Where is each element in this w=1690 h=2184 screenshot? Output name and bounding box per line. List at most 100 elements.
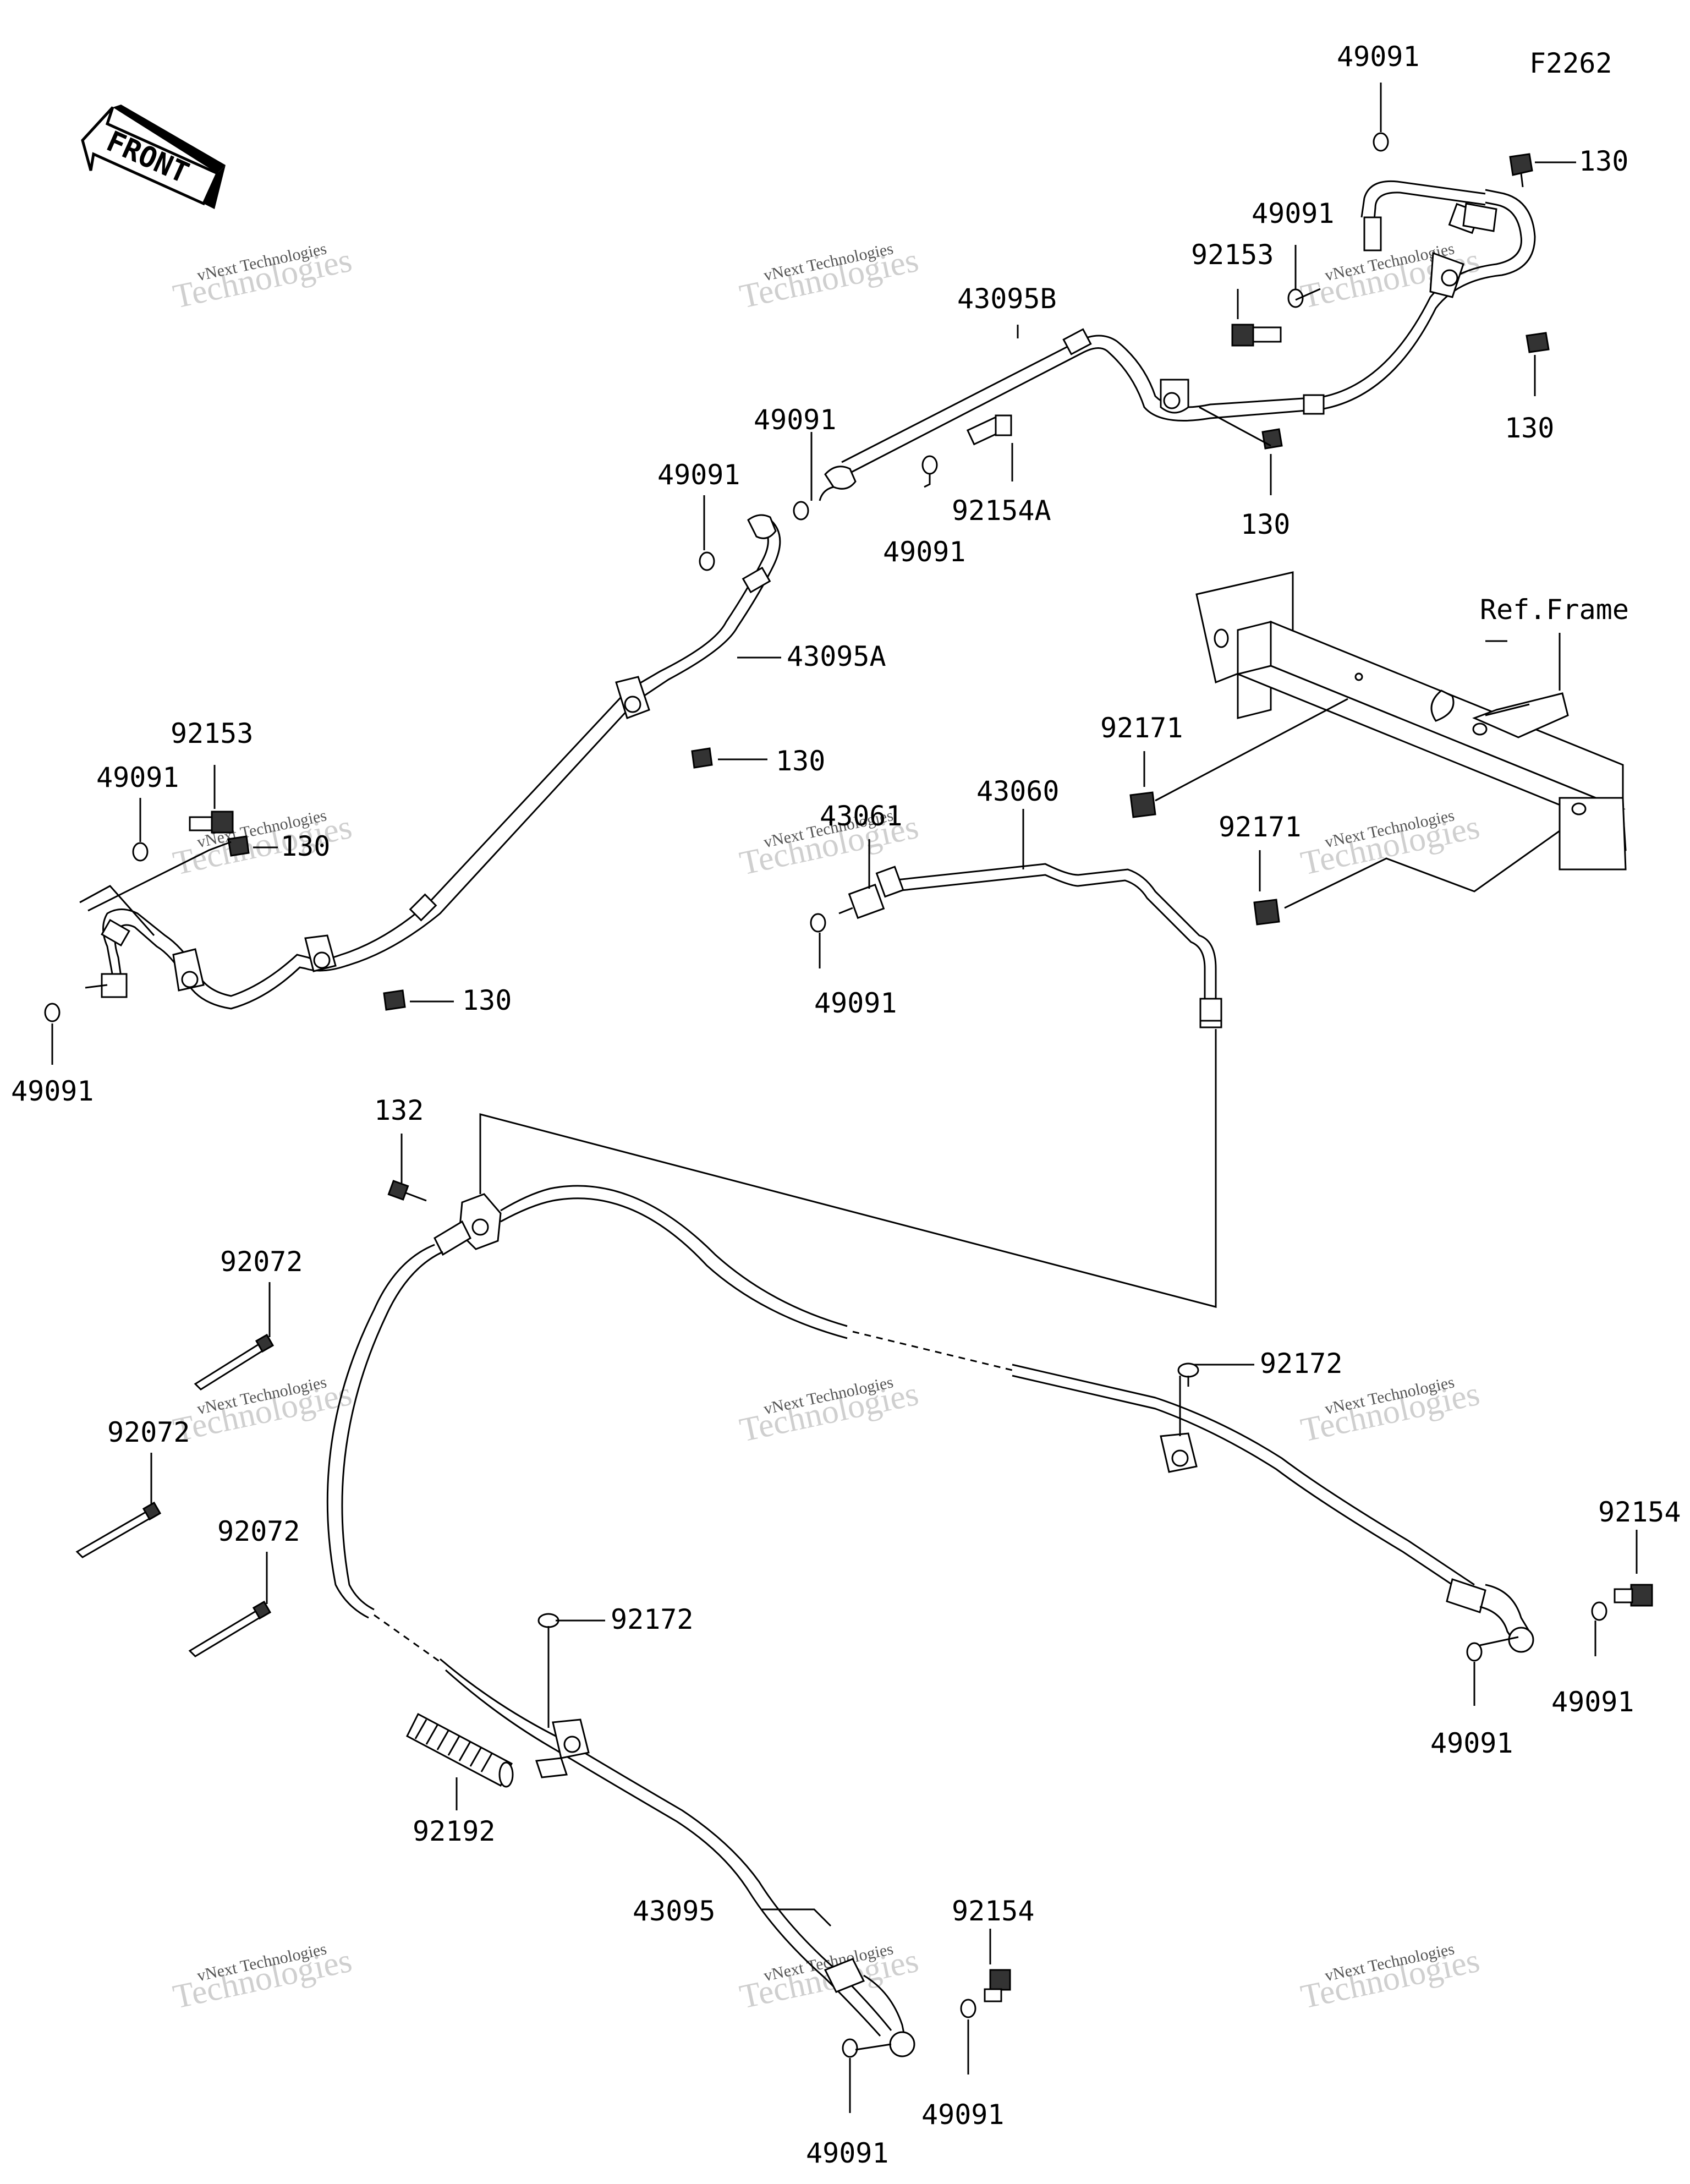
bolt-130 <box>1526 332 1550 353</box>
callout-49091: 49091 <box>921 2099 1005 2131</box>
pipe-clamp <box>172 948 205 992</box>
hose-fitting <box>824 1958 865 1993</box>
pipe-clamp <box>1160 379 1189 414</box>
callout-49091: 49091 <box>754 404 837 436</box>
bolt-130 <box>383 989 406 1011</box>
callout-92192: 92192 <box>413 1815 496 1847</box>
pipe-fitting <box>742 566 771 594</box>
callout-130: 130 <box>1505 412 1554 444</box>
pipe-fitting <box>747 514 777 539</box>
hose-fitting <box>1062 328 1092 355</box>
figure-code: F2262 <box>1529 47 1612 79</box>
bolt-130 <box>1261 428 1283 450</box>
reference-frame: Ref.Frame <box>1195 571 1629 871</box>
clip-92171 <box>1129 791 1156 818</box>
front-label: FRONT <box>102 125 194 190</box>
bleeder-92154 <box>1614 1584 1653 1607</box>
callout-92172: 92172 <box>1260 1348 1343 1380</box>
callout-49091: 49091 <box>1337 41 1420 73</box>
pipe-fitting <box>1199 998 1222 1022</box>
bolt-130 <box>227 835 250 857</box>
bolt-132 <box>387 1180 427 1202</box>
protector-92192 <box>406 1712 514 1788</box>
callout-49091: 49091 <box>1551 1686 1634 1718</box>
hose-fitting <box>434 1220 471 1256</box>
callout-labels: 49091 130 49091 92153 130 43095B 49091 4… <box>11 41 1681 2169</box>
hose-fitting <box>1363 216 1382 251</box>
washer-49091 <box>810 913 826 933</box>
pipe-clamp <box>535 1718 590 1778</box>
screw-92172 <box>537 1613 559 1637</box>
hose-fitting <box>1303 394 1325 415</box>
callout-43095: 43095 <box>633 1895 716 1927</box>
washer-49091 <box>793 501 809 521</box>
callout-130: 130 <box>462 984 512 1016</box>
callout-130: 130 <box>281 830 330 862</box>
callout-92154a: 92154A <box>952 495 1051 527</box>
callout-92171: 92171 <box>1100 712 1183 744</box>
bleeder-92154a <box>966 414 1012 446</box>
bolt-130 <box>1509 153 1533 188</box>
callout-130: 130 <box>776 745 825 777</box>
washer-49091 <box>842 2038 858 2058</box>
hose-fitting <box>1446 1578 1486 1613</box>
callout-92154: 92154 <box>952 1895 1035 1927</box>
callout-92072: 92072 <box>217 1515 300 1547</box>
bolt-130 <box>691 747 713 769</box>
callout-92153: 92153 <box>171 718 254 749</box>
callout-92171: 92171 <box>1219 811 1302 843</box>
union-bolt-92153 <box>1231 324 1282 347</box>
callout-49091: 49091 <box>1252 198 1335 229</box>
cable-tie-92072 <box>75 1501 162 1558</box>
pipe-fitting <box>409 893 437 922</box>
cable-tie-92072 <box>188 1600 272 1657</box>
union-bolt-92153 <box>189 811 234 834</box>
pipe-fitting <box>875 866 904 898</box>
pipe-clamp <box>1160 1432 1198 1473</box>
callout-49091: 49091 <box>806 2137 889 2169</box>
callout-49091: 49091 <box>96 762 179 793</box>
brake-pipe-43095a <box>85 514 781 1010</box>
callout-92154: 92154 <box>1598 1496 1681 1528</box>
washer-49091 <box>1287 288 1304 308</box>
pipe-clamp <box>615 676 650 719</box>
callout-130: 130 <box>1241 508 1290 540</box>
washer-49091 <box>1591 1601 1607 1621</box>
washer-49091 <box>1373 132 1389 152</box>
callout-49091: 49091 <box>1430 1727 1513 1759</box>
callout-132: 132 <box>374 1094 424 1126</box>
callout-49091: 49091 <box>657 459 740 491</box>
cable-tie-92072 <box>194 1333 275 1391</box>
watermark-group: Technologies vNext Technologies Technolo… <box>170 239 1483 2016</box>
callout-92072: 92072 <box>220 1246 303 1278</box>
hardware-parts <box>44 132 1653 2058</box>
washer-49091 <box>44 1003 61 1022</box>
callout-43060: 43060 <box>976 775 1060 807</box>
clip-92171 <box>1253 899 1280 926</box>
callout-92172: 92172 <box>611 1603 694 1635</box>
brake-hose-43095-assembly <box>326 1185 1534 2057</box>
callout-49091: 49091 <box>11 1075 94 1107</box>
callout-49091: 49091 <box>883 536 966 568</box>
callout-43095a: 43095A <box>787 641 886 672</box>
brake-pipe-43095b <box>819 180 1536 501</box>
callout-130: 130 <box>1579 145 1628 177</box>
brake-pipe-43060 <box>838 863 1222 1028</box>
leader-lines <box>51 83 1638 2113</box>
callout-92072: 92072 <box>107 1416 190 1448</box>
washer-49091 <box>1466 1642 1483 1662</box>
bleeder-92154 <box>984 1969 1011 2002</box>
callout-43061: 43061 <box>820 800 903 832</box>
pipe-fitting <box>101 918 130 947</box>
pipe-clamp <box>1429 251 1464 298</box>
ref-frame-label: Ref.Frame <box>1480 594 1629 626</box>
washer-49091 <box>699 551 715 571</box>
pipe-fitting <box>1199 1020 1222 1028</box>
washer-49091 <box>132 842 149 862</box>
callout-49091: 49091 <box>814 987 897 1019</box>
callout-43095b: 43095B <box>957 283 1057 315</box>
screw-92172 <box>1177 1362 1199 1387</box>
callout-92153: 92153 <box>1191 239 1274 271</box>
washer-49091 <box>960 1999 976 2018</box>
